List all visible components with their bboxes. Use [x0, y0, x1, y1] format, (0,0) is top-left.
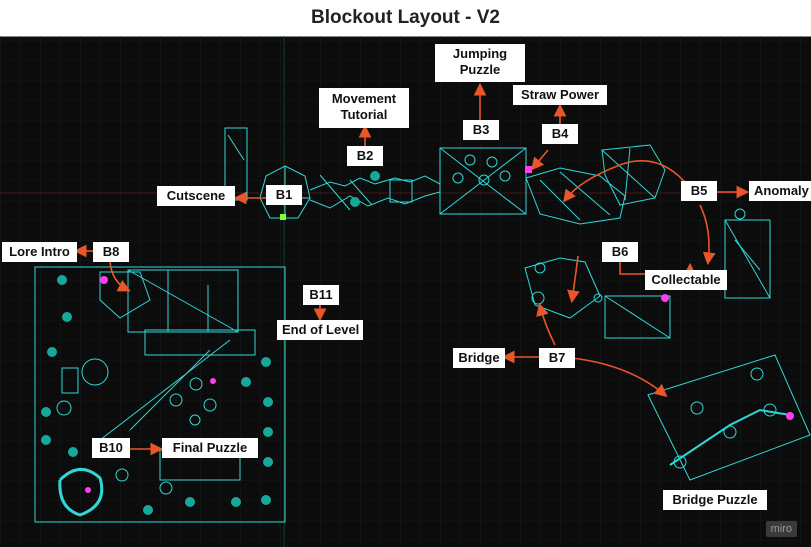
beat-label-b1: B1 [266, 185, 302, 205]
area-label-movement-tutorial: Movement Tutorial [319, 88, 409, 128]
arrow-b5-area [563, 159, 691, 203]
blockout-bridge-puzzle [647, 354, 811, 481]
beat-label-b7: B7 [539, 348, 575, 368]
arrow-b5-anomaly-area [699, 204, 716, 266]
beat-label-b11: B11 [303, 285, 339, 305]
blockout-straw-area [525, 167, 626, 225]
beat-label-b6: B6 [602, 242, 638, 262]
area-label-final-puzzle: Final Puzzle [162, 438, 258, 458]
miro-watermark: miro [765, 521, 797, 537]
area-label-anomaly: Anomaly [749, 181, 811, 201]
blockout-jumping-puzzle [439, 147, 527, 215]
area-label-straw-power: Straw Power [513, 85, 607, 105]
beat-label-b4: B4 [542, 124, 578, 144]
beat-label-b5: B5 [681, 181, 717, 201]
arrow-b4-marker [530, 149, 549, 171]
blockout-final-area [34, 266, 286, 523]
beat-label-b10: B10 [92, 438, 130, 458]
arrow-b7-up [536, 302, 556, 346]
arrow-b6-left [567, 255, 580, 304]
arrow-b7-bridge-puzzle [571, 357, 668, 398]
blockout-anomaly [724, 219, 771, 299]
area-label-collectable: Collectable [645, 270, 727, 290]
board-title-bar: Blockout Layout - V2 [0, 0, 811, 37]
area-label-lore-intro: Lore Intro [2, 242, 77, 262]
area-label-jumping-puzzle: Jumping Puzzle [435, 44, 525, 82]
area-label-cutscene: Cutscene [157, 186, 235, 206]
area-label-bridge-puzzle: Bridge Puzzle [663, 490, 767, 510]
beat-label-b8: B8 [93, 242, 129, 262]
area-label-end-of-level: End of Level [277, 320, 363, 340]
blockout-collectable-cluster [524, 257, 601, 319]
blockout-path [309, 175, 441, 191]
beat-label-b3: B3 [463, 120, 499, 140]
board-canvas[interactable]: B1 Cutscene B2 Movement Tutorial B3 Jump… [0, 36, 811, 547]
board-title: Blockout Layout - V2 [311, 7, 500, 28]
area-label-bridge: Bridge [453, 348, 505, 368]
arrow-b8-area [109, 261, 131, 292]
beat-label-b2: B2 [347, 146, 383, 166]
